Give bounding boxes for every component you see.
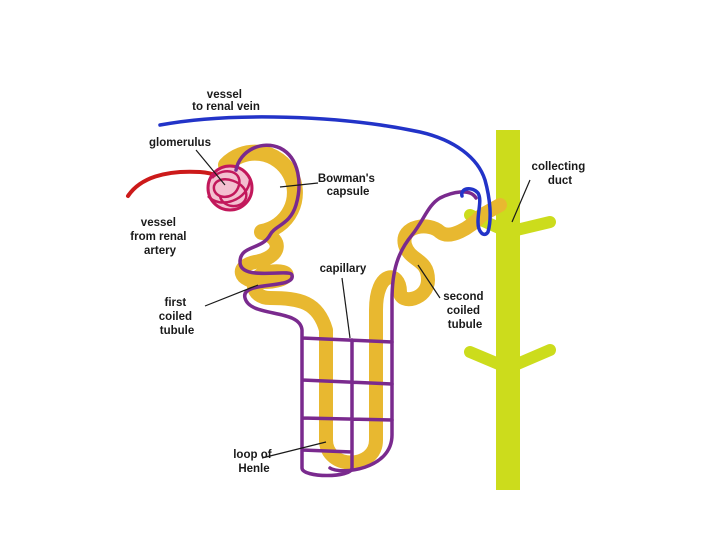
label-line: coiled: [447, 305, 480, 317]
label-line: vessel: [141, 217, 176, 229]
pointer-bowmans-capsule: [279, 182, 319, 188]
label-line: tubule: [448, 319, 483, 331]
pointer-second-coiled-tubule: [417, 264, 441, 299]
label-line: collecting: [532, 161, 586, 173]
label-line: first: [165, 297, 187, 309]
label-line: second: [443, 291, 483, 303]
label-line: to renal vein: [192, 101, 260, 113]
renal-vein-vessel: [158, 115, 492, 237]
label-line: Henle: [238, 463, 269, 475]
label-line: artery: [144, 245, 177, 257]
pointer-glomerulus: [195, 149, 226, 186]
first-coiled-tubule-shape: [235, 198, 507, 470]
collecting-duct-trunk: [496, 130, 520, 490]
label-line: Bowman's: [318, 173, 375, 185]
pointer-capillary: [341, 277, 351, 339]
label-line: duct: [548, 175, 572, 187]
pointer-lines: [195, 149, 531, 459]
label-collecting-duct: collecting duct: [532, 161, 589, 187]
label-line: vessel: [207, 89, 242, 101]
capillary-loop-right: [328, 340, 394, 473]
label-line: capsule: [327, 186, 370, 198]
label-line: from renal: [130, 231, 186, 243]
label-vessel-from-renal-artery: vessel from renal artery: [130, 217, 189, 257]
label-first-coiled-tubule: first coiled tubule: [159, 297, 195, 337]
pointer-loop-of-henle: [261, 441, 327, 459]
label-vessel-to-renal-vein: vessel to renal vein: [192, 89, 260, 113]
label-capillary: capillary: [320, 263, 367, 275]
collecting-duct-branch: [464, 346, 514, 374]
glomerulus-coil: [207, 169, 252, 208]
label-loop-of-henle: loop of Henle: [233, 449, 275, 475]
label-second-coiled-tubule: second coiled tubule: [443, 291, 486, 331]
collecting-duct-branch: [502, 344, 556, 374]
pointer-first-coiled-tubule: [204, 284, 259, 307]
label-bowmans-capsule: Bowman's capsule: [318, 173, 378, 198]
collecting-duct-branch: [502, 216, 556, 238]
label-line: capillary: [320, 263, 367, 275]
label-line: coiled: [159, 311, 192, 323]
pointer-collecting-duct: [511, 179, 531, 223]
label-line: loop of: [233, 449, 271, 461]
label-line: tubule: [160, 325, 195, 337]
label-line: glomerulus: [149, 137, 211, 149]
label-glomerulus: glomerulus: [149, 137, 211, 149]
capillary-network: [234, 143, 478, 478]
diagram-labels: vessel to renal vein glomerulus Bowman's…: [130, 89, 589, 475]
